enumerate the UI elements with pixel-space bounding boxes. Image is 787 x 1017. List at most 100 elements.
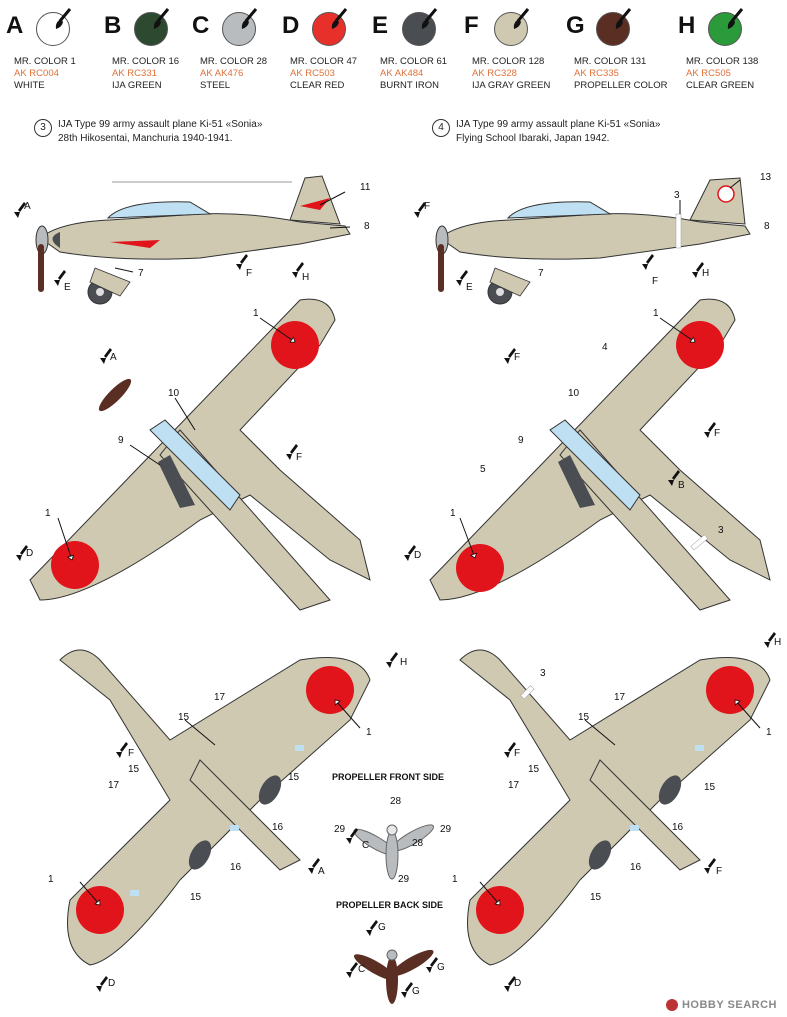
callout-f: F — [652, 276, 658, 287]
scheme-title: IJA Type 99 army assault plane Ki-51 «So… — [456, 119, 661, 130]
callout-8: 8 — [764, 221, 770, 232]
callout-15: 15 — [590, 892, 602, 903]
callout-g: G — [437, 962, 445, 973]
brush-icon — [421, 8, 438, 29]
swatch-letter: F — [464, 12, 479, 39]
callout-16: 16 — [272, 822, 284, 833]
swatch-letter: H — [678, 12, 696, 39]
callout-e: E — [466, 282, 473, 293]
mr-color-code: MR. COLOR 47 — [290, 56, 358, 67]
callout-3: 3 — [540, 668, 546, 679]
mr-color-code: MR. COLOR 138 — [686, 56, 759, 67]
callout-f: F — [246, 268, 252, 279]
callout-a: A — [110, 352, 117, 363]
callout-3: 3 — [674, 190, 680, 201]
mr-color-code: MR. COLOR 128 — [472, 56, 545, 67]
swatch-letter: D — [282, 12, 300, 39]
swatch-letter: C — [192, 12, 210, 39]
callout-labels: 1 1 10 9 11 8 7 A E F H A F D 1 1 13 8 3… — [24, 172, 781, 997]
callout-g: G — [378, 922, 386, 933]
callout-a: A — [318, 866, 325, 877]
callout-h: H — [400, 657, 407, 668]
brush-icon — [331, 8, 348, 29]
callout-15: 15 — [178, 712, 190, 723]
callout-c: C — [362, 840, 369, 851]
ak-color-code: AK AK476 — [200, 68, 244, 79]
top-view-scheme-3 — [29, 298, 371, 611]
brush-markers — [14, 202, 776, 998]
callout-h: H — [302, 272, 309, 283]
color-legend: A MR. COLOR 1 AK RC004 WHITE B MR. COLOR… — [0, 0, 787, 100]
callout-1: 1 — [253, 308, 259, 319]
watermark: HOBBY SEARCH — [665, 998, 777, 1011]
brush-icon — [615, 8, 632, 29]
callout-g: G — [412, 986, 420, 997]
callout-9: 9 — [118, 435, 124, 446]
watermark-logo-icon — [665, 999, 678, 1011]
callout-d: D — [414, 550, 421, 561]
callout-7: 7 — [138, 268, 144, 279]
mr-color-code: MR. COLOR 28 — [200, 56, 268, 67]
brush-icon — [513, 8, 530, 29]
callout-15: 15 — [190, 892, 202, 903]
bottom-view-scheme-4 — [459, 649, 771, 966]
callout-1: 1 — [653, 308, 659, 319]
swatch-letter: B — [104, 12, 122, 39]
callout-d: D — [108, 978, 115, 989]
callout-1: 1 — [452, 874, 458, 885]
callout-5: 5 — [480, 464, 486, 475]
callout-1: 1 — [450, 508, 456, 519]
callout-17: 17 — [614, 692, 626, 703]
callout-8: 8 — [364, 221, 370, 232]
scheme-unit: Flying School Ibaraki, Japan 1942. — [456, 133, 610, 144]
callout-f: F — [128, 748, 134, 759]
callout-9: 9 — [518, 435, 524, 446]
callout-15: 15 — [704, 782, 716, 793]
callout-lines — [57, 179, 761, 906]
color-name: CLEAR GREEN — [686, 80, 755, 91]
callout-13: 13 — [760, 172, 772, 183]
callout-f: F — [716, 866, 722, 877]
callout-1: 1 — [45, 508, 51, 519]
scheme-number: 3 — [34, 119, 52, 137]
color-name: PROPELLER COLOR — [574, 80, 668, 91]
callout-17: 17 — [508, 780, 520, 791]
brush-icon — [241, 8, 258, 29]
callout-1: 1 — [48, 874, 54, 885]
callout-15: 15 — [288, 772, 300, 783]
callout-3: 3 — [718, 525, 724, 536]
callout-h: H — [774, 637, 781, 648]
scheme-number: 4 — [432, 119, 450, 137]
callout-15: 15 — [528, 764, 540, 775]
callout-11: 11 — [360, 182, 371, 193]
ak-color-code: AK RC335 — [574, 68, 619, 79]
callout-f: F — [714, 428, 720, 439]
color-name: IJA GREEN — [112, 80, 162, 91]
swatch-letter: E — [372, 12, 389, 39]
color-name: CLEAR RED — [290, 80, 345, 91]
top-view-scheme-4 — [429, 298, 771, 611]
callout-29: 29 — [440, 824, 452, 835]
color-name: WHITE — [14, 80, 45, 91]
scheme-unit: 28th Hikosentai, Manchuria 1940-1941. — [58, 133, 233, 144]
ak-color-code: AK RC328 — [472, 68, 517, 79]
callout-h: H — [702, 268, 709, 279]
callout-16: 16 — [672, 822, 684, 833]
callout-10: 10 — [568, 388, 580, 399]
color-name: STEEL — [200, 80, 231, 91]
propeller-back-title: PROPELLER BACK SIDE — [336, 900, 443, 910]
ak-color-code: AK RC331 — [112, 68, 157, 79]
callout-d: D — [514, 978, 521, 989]
callout-29: 29 — [398, 874, 410, 885]
ak-color-code: AK RC505 — [686, 68, 731, 79]
callout-f: F — [296, 452, 302, 463]
callout-f: F — [424, 201, 430, 212]
propeller-front — [353, 824, 434, 880]
callout-16: 16 — [230, 862, 242, 873]
color-name: IJA GRAY GREEN — [472, 80, 551, 91]
watermark-text: HOBBY SEARCH — [681, 998, 777, 1011]
callout-28: 28 — [412, 838, 424, 849]
color-name: BURNT IRON — [380, 80, 439, 91]
mr-color-code: MR. COLOR 1 — [14, 56, 76, 67]
